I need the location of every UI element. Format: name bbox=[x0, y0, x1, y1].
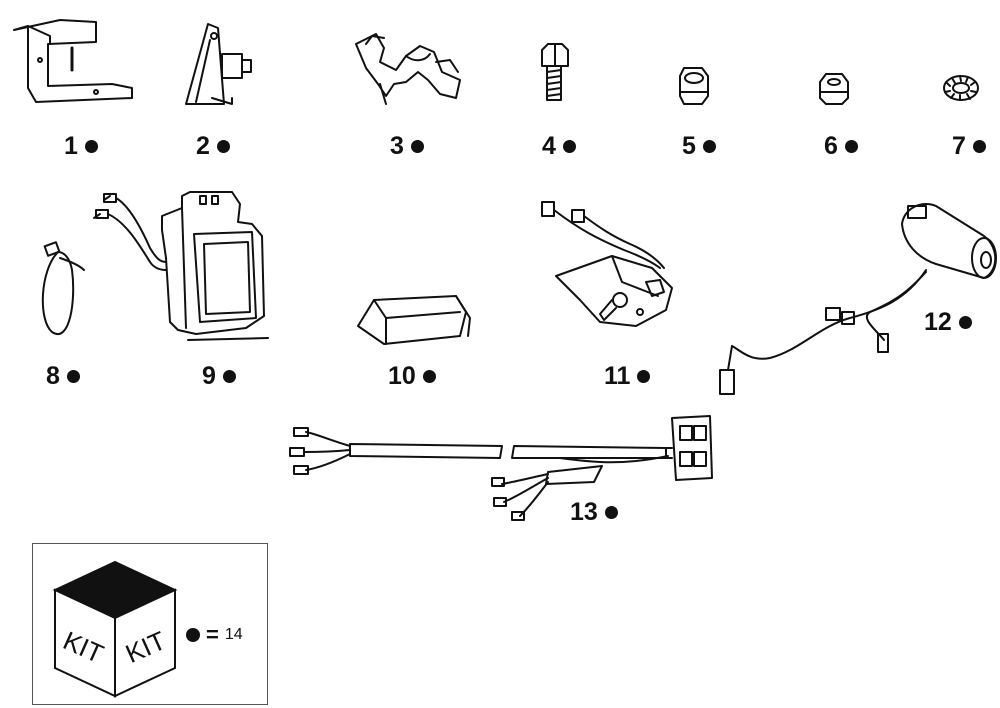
lock-nut-drawing bbox=[679, 67, 709, 105]
callout-3: 3 bbox=[390, 134, 424, 159]
callout-9: 9 bbox=[202, 364, 236, 389]
kit-legend-box: KIT KIT bbox=[32, 543, 268, 705]
callout-number: 6 bbox=[824, 132, 838, 160]
callout-number: 7 bbox=[952, 132, 966, 160]
callout-number: 9 bbox=[202, 362, 216, 390]
cable-clip-drawing bbox=[355, 33, 461, 105]
callout-number: 11 bbox=[604, 362, 631, 390]
buzzer-harness-drawing bbox=[719, 203, 997, 395]
callout-number: 1 bbox=[64, 132, 78, 160]
callout-number: 3 bbox=[390, 132, 404, 160]
nut-drawing bbox=[819, 73, 849, 105]
callout-1: 1 bbox=[64, 134, 98, 159]
callout-number: 5 bbox=[682, 132, 696, 160]
bullet-icon bbox=[972, 140, 986, 153]
callout-number: 8 bbox=[46, 362, 60, 390]
bullet-icon bbox=[410, 140, 424, 153]
callout-10: 10 bbox=[388, 364, 436, 389]
callout-11: 11 bbox=[604, 362, 651, 390]
callout-4: 4 bbox=[542, 134, 576, 159]
bullet-icon bbox=[702, 140, 716, 153]
bullet-icon bbox=[422, 370, 436, 383]
bolt-drawing bbox=[541, 43, 569, 101]
cube-right-face bbox=[114, 588, 176, 698]
kit-cube-icon: KIT KIT bbox=[52, 560, 178, 698]
bullet-icon bbox=[958, 316, 972, 329]
callout-6: 6 bbox=[824, 134, 858, 159]
bullet-icon bbox=[637, 370, 651, 383]
bullet-icon bbox=[216, 140, 230, 153]
callout-number: 10 bbox=[388, 362, 416, 390]
horn-drawing bbox=[185, 23, 252, 105]
callout-number: 13 bbox=[570, 498, 598, 526]
lock-washer-drawing bbox=[943, 75, 979, 101]
bracket-drawing bbox=[13, 19, 133, 103]
legend-kit-number: 14 bbox=[224, 626, 243, 643]
callout-number: 12 bbox=[924, 308, 952, 336]
switch-assembly-drawing bbox=[541, 201, 673, 327]
legend-equals: = bbox=[206, 622, 219, 647]
wiring-harness-drawing bbox=[289, 415, 713, 521]
bullet-icon bbox=[66, 370, 80, 383]
bullet-icon bbox=[844, 140, 858, 153]
cable-tie-drawing bbox=[41, 241, 85, 335]
bullet-icon bbox=[84, 140, 98, 153]
callout-8: 8 bbox=[46, 364, 80, 389]
channel-profile-drawing bbox=[357, 295, 471, 345]
callout-number: 4 bbox=[542, 132, 556, 160]
callout-13: 13 bbox=[570, 500, 618, 525]
callout-7: 7 bbox=[952, 134, 986, 159]
bullet-icon bbox=[562, 140, 576, 153]
callout-number: 2 bbox=[196, 132, 210, 160]
kit-legend: = 14 bbox=[186, 622, 243, 648]
bullet-icon bbox=[186, 628, 200, 642]
callout-5: 5 bbox=[682, 134, 716, 159]
bullet-icon bbox=[604, 506, 618, 519]
callout-2: 2 bbox=[196, 134, 230, 159]
lamp-housing-drawing bbox=[93, 191, 269, 341]
callout-12: 12 bbox=[924, 310, 972, 335]
bullet-icon bbox=[222, 370, 236, 383]
